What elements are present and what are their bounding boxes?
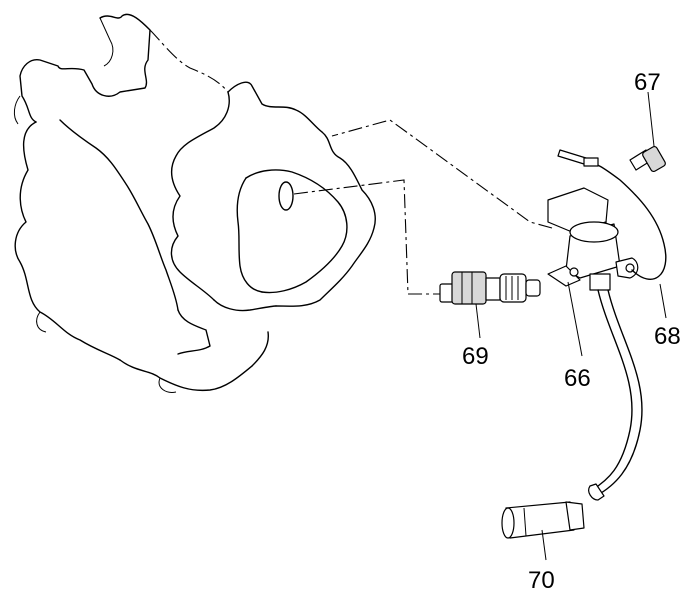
- callout-69: 69: [462, 343, 489, 370]
- callout-70: 70: [528, 567, 555, 594]
- assembly-line-coil-to-engine: [331, 119, 553, 229]
- engine-block: [13, 13, 376, 393]
- assembly-line-plug-to-hole: [293, 179, 446, 295]
- ignition-coil: [547, 187, 639, 291]
- callout-67: 67: [634, 69, 661, 96]
- spark-plug: [439, 271, 541, 305]
- bolt: [629, 145, 666, 173]
- high-tension-lead: [591, 289, 633, 491]
- callout-66: 66: [564, 365, 591, 392]
- sensor-wire: [579, 159, 667, 280]
- spark-plug-hole: [278, 181, 294, 211]
- callout-68: 68: [654, 323, 681, 350]
- spark-plug-cap: [501, 501, 585, 539]
